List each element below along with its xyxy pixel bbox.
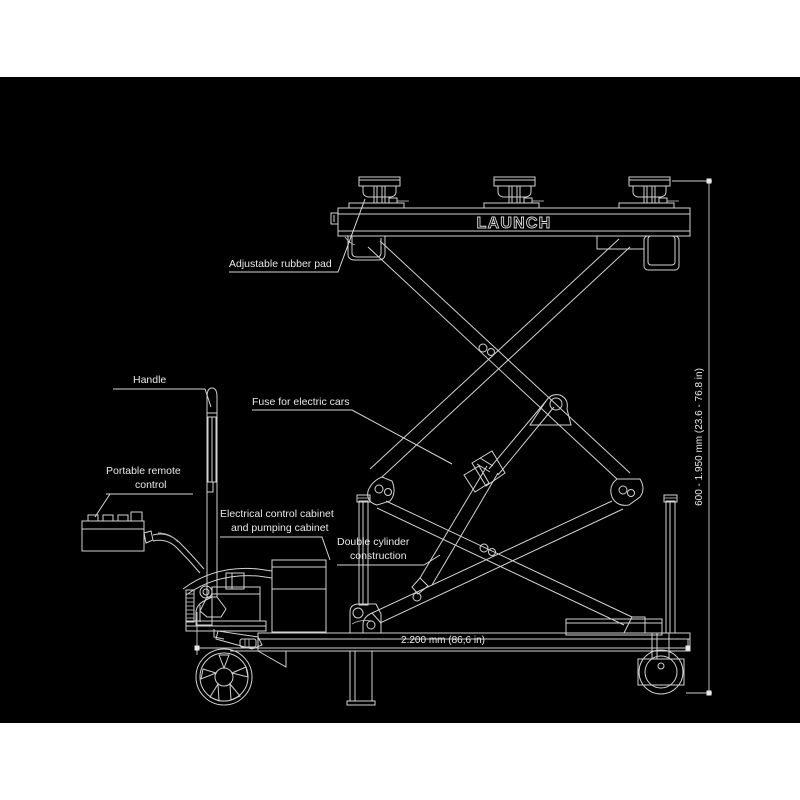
handle-bar [200, 388, 226, 617]
support-post [347, 651, 375, 705]
callout-leader-lines [94, 198, 453, 566]
callout-adjustable-rubber-pad: Adjustable rubber pad [229, 258, 332, 270]
lift-drawing-svg: LAUNCH [0, 77, 712, 723]
callout-double-cylinder-construction-line1: Double cylinder [337, 536, 410, 548]
left-arm-foot-bracket [350, 604, 381, 633]
scissor-center-pivot-lower [480, 544, 496, 556]
scissor-arm-a [363, 241, 643, 633]
callout-handle: Handle [133, 374, 166, 386]
rear-caster [638, 633, 684, 694]
height-dimension: 600 - 1.950 mm (23.6 - 76.8 in) [672, 178, 712, 696]
brand-label: LAUNCH [477, 215, 552, 232]
left-vertical-rod [357, 495, 370, 605]
callout-fuse-for-electric-cars: Fuse for electric cars [252, 396, 349, 408]
right-vertical-rod [664, 495, 677, 633]
callout-electrical-control-cabinet-line2: and pumping cabinet [231, 522, 329, 534]
height-dimension-text: 600 - 1.950 mm (23.6 - 76.8 in) [694, 368, 705, 506]
length-dimension-text: 2.200 mm (86,6 in) [401, 635, 485, 646]
callout-portable-remote-control-line2: control [135, 479, 167, 491]
scissor-arm-b [368, 239, 645, 633]
length-dimension: 2.200 mm (86,6 in) [194, 612, 691, 655]
rubber-pad-center [494, 177, 535, 203]
upper-right-slide-block [597, 236, 679, 270]
pump-assembly [183, 568, 272, 649]
scissor-center-pivot-upper [479, 344, 495, 356]
remote-control [82, 512, 204, 573]
top-platform [331, 198, 690, 236]
hydraulic-cylinder [412, 395, 571, 601]
base-frame [230, 619, 690, 667]
rubber-pad-right [629, 177, 670, 203]
callout-portable-remote-control-line1: Portable remote [106, 465, 181, 477]
callout-electrical-control-cabinet-line1: Electrical control cabinet [220, 508, 334, 520]
rubber-pad-left [359, 177, 400, 203]
upper-left-slide-block [344, 236, 385, 260]
front-wheel [196, 649, 252, 705]
technical-drawing-area: LAUNCH [0, 77, 800, 723]
control-cabinet [272, 560, 326, 632]
callout-double-cylinder-construction-line2: construction [350, 550, 407, 562]
